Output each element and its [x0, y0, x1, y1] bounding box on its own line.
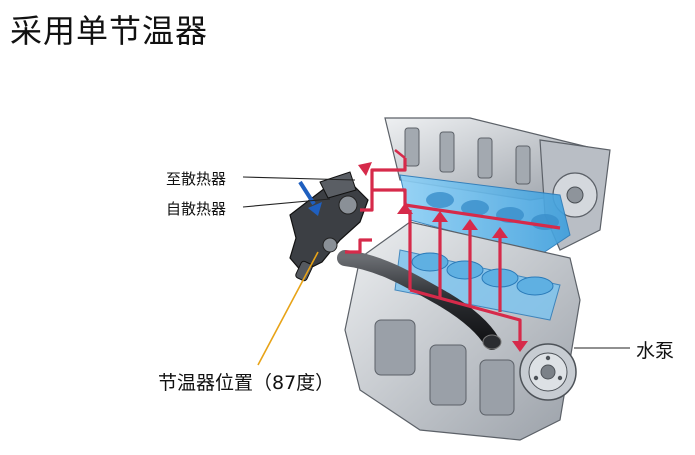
hot-coolant-flow: [345, 149, 561, 345]
coolant-jacket: [399, 174, 571, 256]
leader-lines: [242, 176, 630, 366]
label-from-radiator: 自散热器: [166, 200, 227, 218]
water-pump-pulley: [519, 343, 577, 401]
flow-arrow-heads: [358, 162, 528, 352]
label-thermostat-position: 节温器位置（87度）: [158, 372, 335, 394]
thermostat-housing: [289, 171, 369, 282]
engine-block: [344, 221, 581, 441]
page-title: 采用单节温器: [10, 12, 209, 50]
label-to-radiator: 至散热器: [166, 170, 227, 188]
label-water-pump: 水泵: [636, 340, 675, 362]
